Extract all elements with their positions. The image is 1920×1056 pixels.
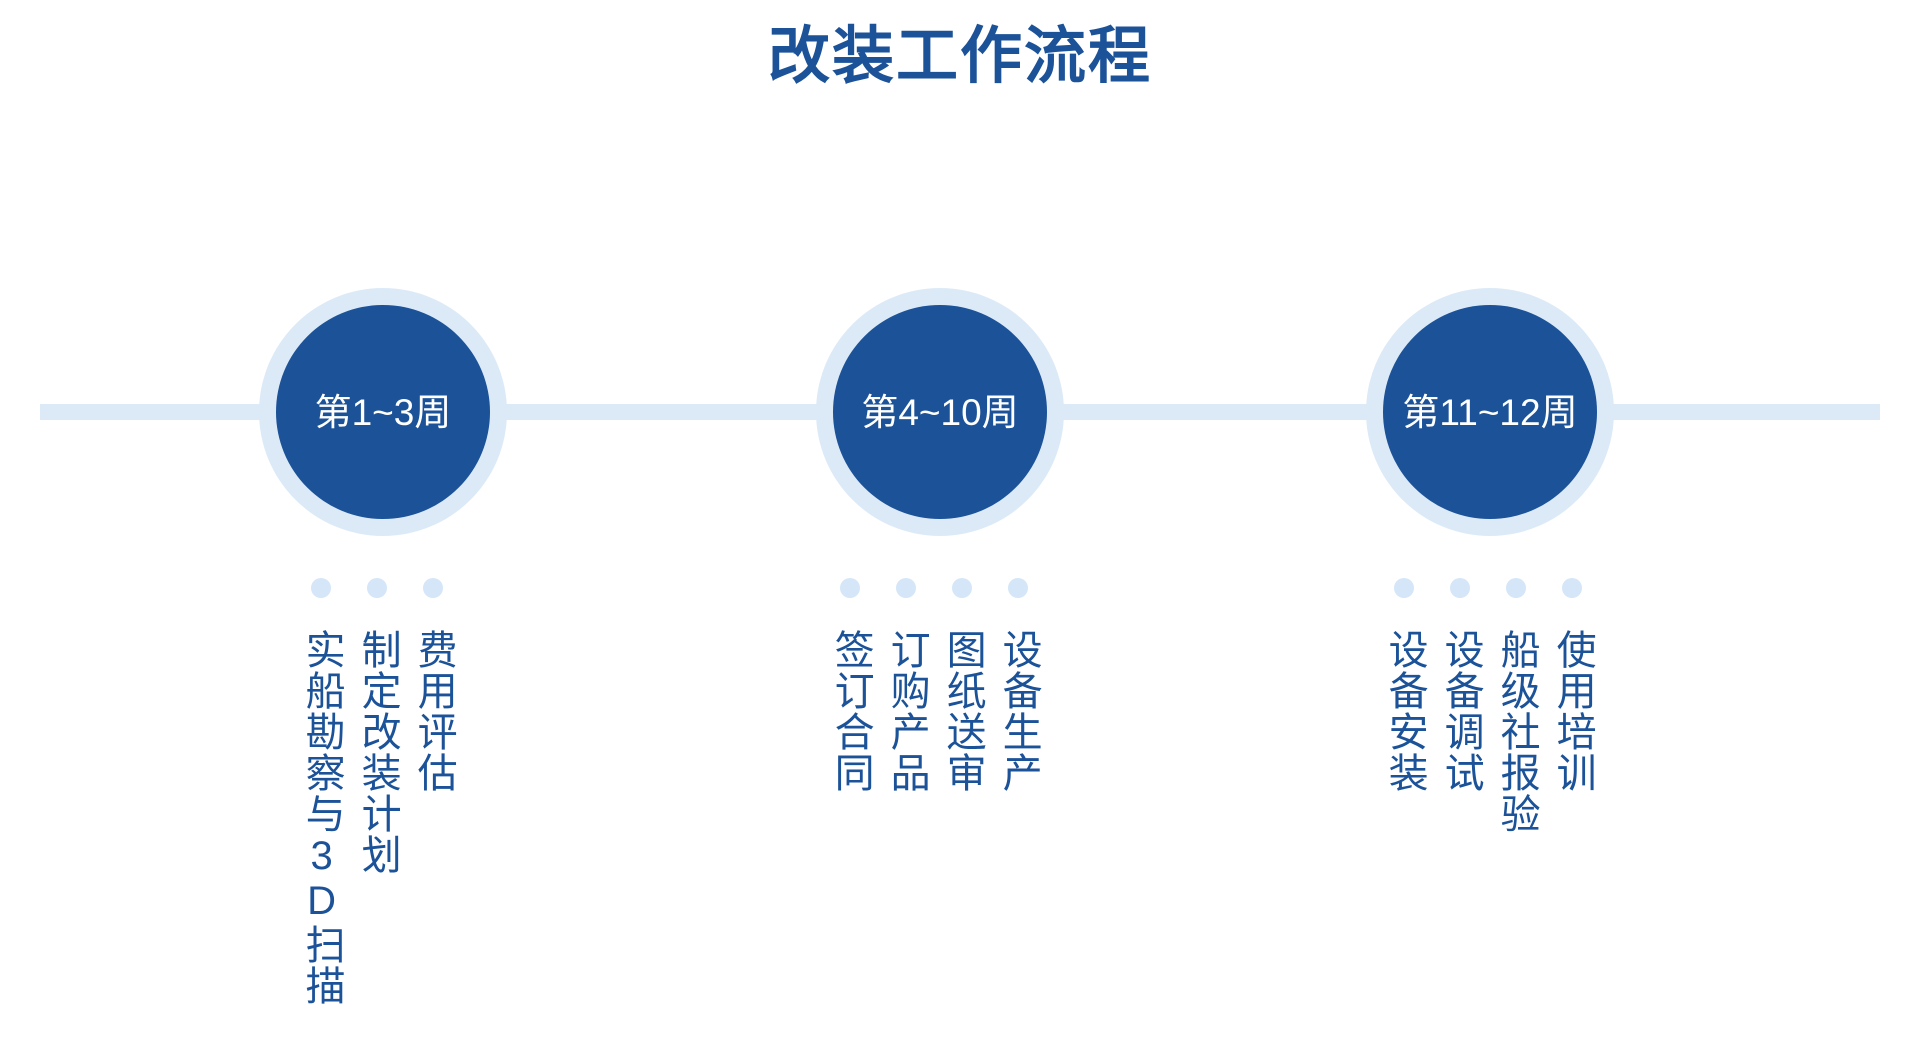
task-label: 费用评估	[411, 629, 456, 793]
stage-disc-3: 第11~12周	[1383, 305, 1597, 519]
task-label: 订购产品	[884, 629, 929, 793]
bullet-dot-icon	[1450, 578, 1470, 598]
bullet-dot-icon	[896, 578, 916, 598]
bullet-dot-icon	[1394, 578, 1414, 598]
stage-disc-1: 第1~3周	[276, 305, 490, 519]
task-group-1: 费用评估 制定改装计划 实船勘察与3D扫描	[293, 578, 461, 1006]
bullet-dot-icon	[952, 578, 972, 598]
task-item[interactable]: 实船勘察与3D扫描	[293, 578, 349, 1006]
task-label: 使用培训	[1550, 629, 1595, 793]
task-item[interactable]: 设备调试	[1432, 578, 1488, 793]
task-label: 实船勘察与3D扫描	[299, 629, 344, 1006]
stage-node-3[interactable]: 第11~12周	[1366, 288, 1614, 536]
task-item[interactable]: 船级社报验	[1488, 578, 1544, 834]
stage-node-1[interactable]: 第1~3周	[259, 288, 507, 536]
stage-node-2[interactable]: 第4~10周	[816, 288, 1064, 536]
task-item[interactable]: 图纸送审	[934, 578, 990, 793]
task-label: 制定改装计划	[355, 629, 400, 875]
task-item[interactable]: 订购产品	[878, 578, 934, 793]
task-label: 设备生产	[996, 629, 1041, 793]
task-label: 船级社报验	[1494, 629, 1539, 834]
bullet-dot-icon	[311, 578, 331, 598]
task-label: 签订合同	[828, 629, 873, 793]
bullet-dot-icon	[423, 578, 443, 598]
task-item[interactable]: 设备生产	[990, 578, 1046, 793]
bullet-dot-icon	[840, 578, 860, 598]
stage-period-label-3: 第11~12周	[1402, 391, 1578, 433]
task-label: 设备安装	[1382, 629, 1427, 793]
task-group-3: 使用培训 船级社报验 设备调试 设备安装	[1376, 578, 1600, 834]
stage-period-label-2: 第4~10周	[861, 391, 1019, 433]
bullet-dot-icon	[1562, 578, 1582, 598]
task-group-2: 设备生产 图纸送审 订购产品 签订合同	[822, 578, 1046, 793]
bullet-dot-icon	[1506, 578, 1526, 598]
task-item[interactable]: 制定改装计划	[349, 578, 405, 875]
task-item[interactable]: 使用培训	[1544, 578, 1600, 793]
stage-disc-2: 第4~10周	[833, 305, 1047, 519]
page-title: 改装工作流程	[767, 23, 1152, 91]
task-label: 设备调试	[1438, 629, 1483, 793]
bullet-dot-icon	[367, 578, 387, 598]
task-item[interactable]: 签订合同	[822, 578, 878, 793]
task-label: 图纸送审	[940, 629, 985, 793]
stage-period-label-1: 第1~3周	[314, 391, 452, 433]
task-item[interactable]: 费用评估	[405, 578, 461, 793]
bullet-dot-icon	[1008, 578, 1028, 598]
task-item[interactable]: 设备安装	[1376, 578, 1432, 793]
